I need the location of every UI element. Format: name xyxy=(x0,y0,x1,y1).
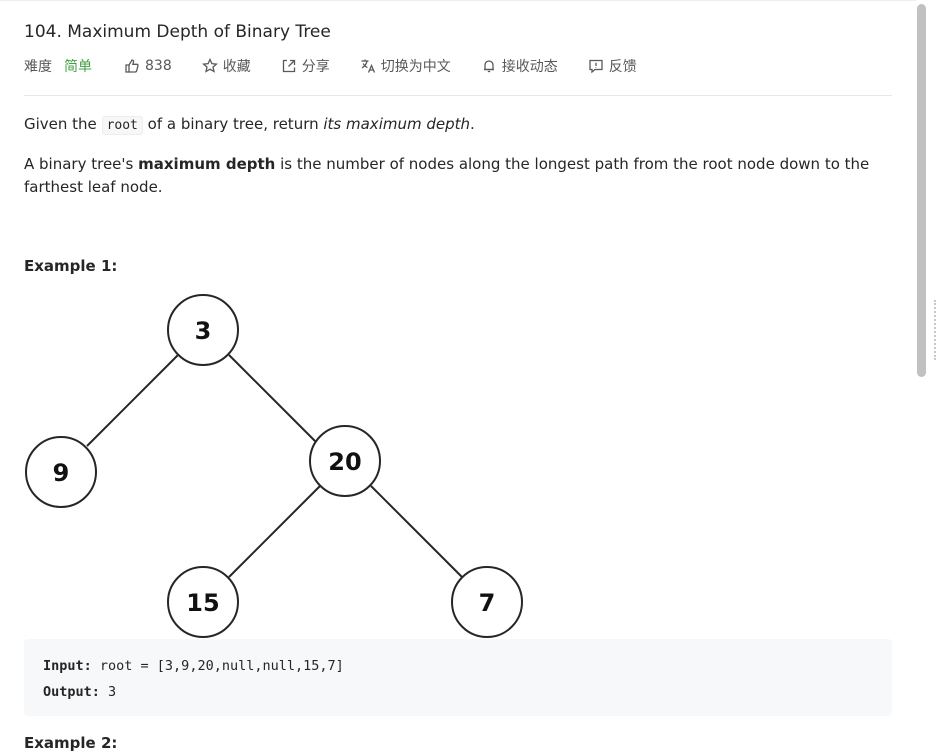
example-output-line: Output: 3 xyxy=(43,679,873,705)
tree-edge xyxy=(370,485,463,578)
problem-title: 104. Maximum Depth of Binary Tree xyxy=(24,22,331,42)
tree-node-circle xyxy=(167,294,239,366)
example-input-line: Input: root = [3,9,20,null,null,15,7] xyxy=(43,653,873,679)
example-1-heading: Example 1: xyxy=(24,257,118,275)
bold-text: maximum depth xyxy=(138,155,276,173)
problem-meta-bar: 难度 简单 838 收藏 分享 xyxy=(24,56,667,76)
text-span: A binary tree's xyxy=(24,155,139,173)
share-label: 分享 xyxy=(301,59,330,75)
input-label: Input: xyxy=(43,658,92,674)
tree-node-label: 9 xyxy=(53,459,70,487)
example-1-tree-diagram: 3 9 20 15 7 xyxy=(25,294,523,638)
example-2-heading: Example 2: xyxy=(24,734,118,752)
tree-nodes xyxy=(25,294,523,638)
share-button[interactable]: 分享 xyxy=(281,56,330,76)
emphasis-text: its maximum depth xyxy=(323,115,471,133)
tree-edge xyxy=(86,354,179,447)
description-paragraph-2: A binary tree's maximum depth is the num… xyxy=(24,153,892,199)
tree-node-circle xyxy=(167,566,239,638)
difficulty-badge: 简单 xyxy=(64,59,92,75)
text-span: of a binary tree, return xyxy=(142,115,324,133)
feedback-label: 反馈 xyxy=(608,59,637,75)
inline-code-root: root xyxy=(101,116,143,135)
panel-resize-handle[interactable] xyxy=(934,300,937,360)
like-button[interactable]: 838 xyxy=(124,58,172,74)
subscribe-button[interactable]: 接收动态 xyxy=(481,56,558,76)
vertical-scrollbar[interactable] xyxy=(917,4,926,377)
favorite-label: 收藏 xyxy=(222,59,251,75)
tree-node-label: 20 xyxy=(328,448,361,476)
text-span: . xyxy=(470,115,475,133)
favorite-button[interactable]: 收藏 xyxy=(201,56,251,76)
tree-edge xyxy=(228,354,320,446)
share-icon xyxy=(282,59,295,73)
text-span: is the number of nodes along the longest… xyxy=(24,155,870,196)
input-value: root = [3,9,20,null,null,15,7] xyxy=(91,658,344,674)
example-1-code-block: Input: root = [3,9,20,null,null,15,7] Ou… xyxy=(24,639,892,716)
feedback-button[interactable]: 反馈 xyxy=(588,56,637,76)
tree-node-label: 3 xyxy=(195,317,212,345)
translate-label: 切换为中文 xyxy=(380,59,451,75)
tree-edge xyxy=(228,485,321,578)
like-count: 838 xyxy=(145,58,172,74)
bell-icon xyxy=(483,60,494,73)
thumbs-up-icon xyxy=(125,59,139,73)
tree-node-circle xyxy=(309,425,381,497)
difficulty-label: 难度 xyxy=(24,59,52,75)
subscribe-label: 接收动态 xyxy=(501,59,558,75)
tree-node-circle xyxy=(25,436,97,508)
feedback-icon xyxy=(589,59,603,74)
translate-icon xyxy=(361,59,375,73)
star-icon xyxy=(201,58,218,73)
top-border xyxy=(0,0,916,1)
output-value: 3 xyxy=(99,684,117,700)
translate-button[interactable]: 切换为中文 xyxy=(360,56,451,76)
tree-edges xyxy=(86,354,463,578)
header-divider xyxy=(24,95,892,96)
description-paragraph-1: Given the root of a binary tree, return … xyxy=(24,113,892,137)
tree-node-label: 7 xyxy=(479,589,496,617)
tree-node-label: 15 xyxy=(186,589,219,617)
text-span: Given the xyxy=(24,115,102,133)
output-label: Output: xyxy=(43,684,100,700)
tree-node-circle xyxy=(451,566,523,638)
